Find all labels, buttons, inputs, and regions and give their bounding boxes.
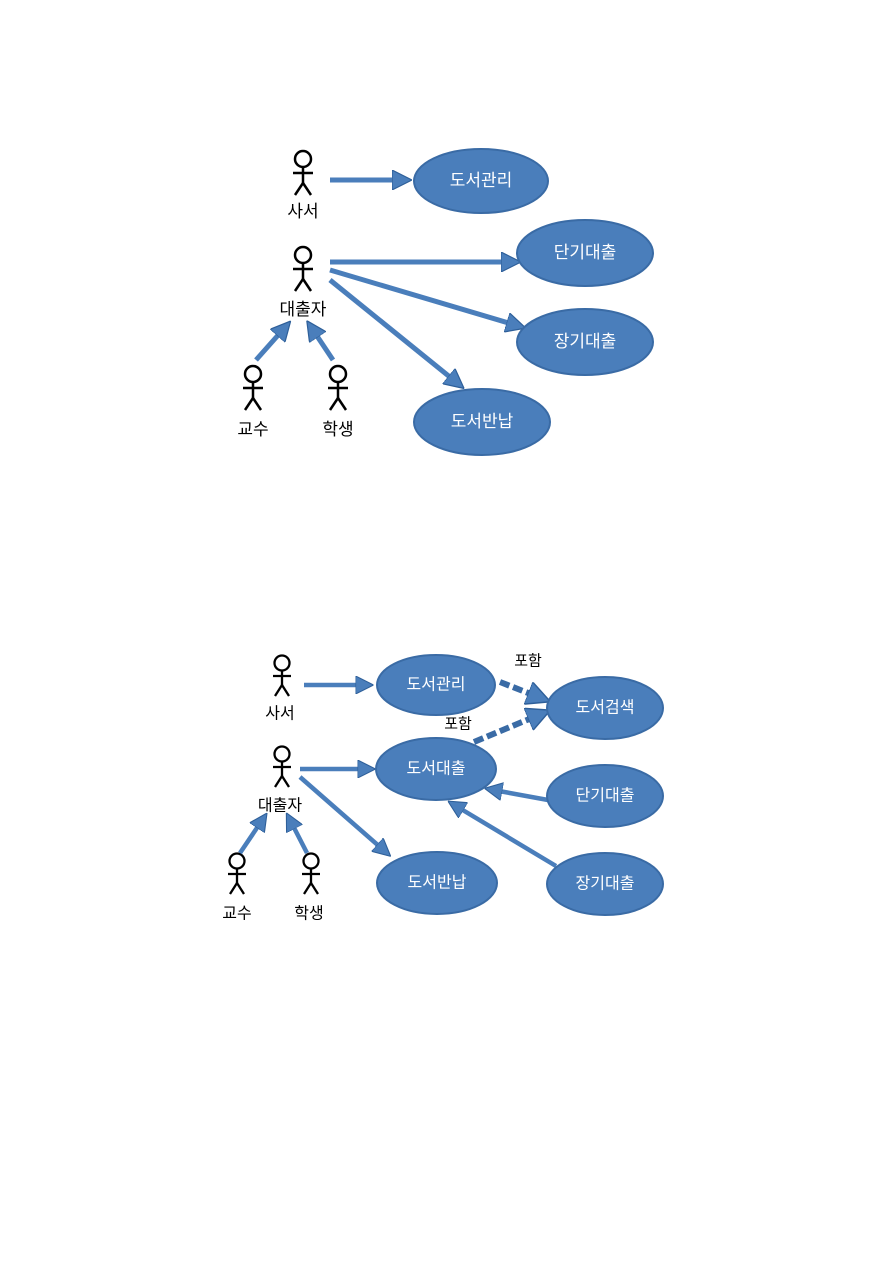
include-arrow-management-to-search: [498, 679, 546, 700]
arrow-student-to-borrower-2: [288, 816, 310, 855]
arrow-short-loan-to-loan-2: [488, 789, 549, 803]
usecase-label-long-term-loan-2: 장기대출: [576, 874, 635, 893]
usecase-label-book-return-2: 도서반납: [408, 873, 467, 892]
actor-borrower-1: [293, 245, 313, 292]
actor-professor-2: [228, 852, 246, 895]
actor-label-librarian-1: 사서: [287, 202, 318, 222]
diagram-2: 사서 대출자 교수 학생: [213, 645, 664, 935]
actor-label-librarian-2: 사서: [265, 704, 294, 723]
actor-student-1: [328, 364, 348, 411]
usecase-label-book-management-1: 도서관리: [450, 171, 513, 191]
usecase-book-search-2: 도서검색: [546, 676, 664, 740]
actor-label-borrower-2: 대출자: [258, 796, 302, 815]
actor-label-borrower-1: 대출자: [280, 300, 327, 320]
usecase-label-book-search-2: 도서검색: [576, 698, 635, 717]
usecase-label-book-return-1: 도서반납: [451, 412, 514, 432]
arrow-borrower-to-return-1: [328, 278, 461, 386]
arrow-borrower-to-return-2: [298, 775, 388, 854]
arrow-professor-to-borrower-2: [238, 816, 265, 855]
usecase-label-short-term-loan-1: 단기대출: [554, 243, 617, 263]
actor-borrower-2: [273, 745, 291, 788]
usecase-label-short-term-loan-2: 단기대출: [576, 786, 635, 805]
usecase-book-return-1: 도서반납: [413, 388, 551, 456]
actor-librarian-1: [293, 149, 313, 196]
actor-label-student-2: 학생: [294, 904, 323, 923]
arrow-professor-to-borrower-1: [254, 324, 288, 362]
usecase-book-loan-2: 도서대출: [375, 737, 497, 801]
actor-student-2: [302, 852, 320, 895]
usecase-short-term-loan-2: 단기대출: [546, 764, 664, 828]
usecase-label-long-term-loan-1: 장기대출: [554, 332, 617, 352]
diagram-1: 사서 대출자 교수 학생: [237, 148, 676, 456]
actor-label-student-1: 학생: [322, 420, 353, 440]
usecase-short-term-loan-1: 단기대출: [516, 219, 654, 287]
actor-librarian-2: [273, 654, 291, 697]
include-arrow-loan-to-search: [472, 712, 546, 745]
usecase-book-return-2: 도서반납: [376, 851, 498, 915]
usecase-long-term-loan-1: 장기대출: [516, 308, 654, 376]
actor-professor-1: [243, 364, 263, 411]
actor-label-professor-1: 교수: [237, 420, 268, 440]
usecase-long-term-loan-2: 장기대출: [546, 852, 664, 916]
arrow-student-to-borrower-1: [309, 324, 336, 362]
arrow-long-loan-to-loan-2: [451, 803, 558, 868]
include-label-2: 포함: [444, 715, 472, 733]
usecase-label-book-management-2: 도서관리: [407, 675, 466, 694]
include-label-1: 포함: [514, 652, 542, 670]
usecase-label-book-loan-2: 도서대출: [407, 759, 466, 778]
usecase-book-management-1: 도서관리: [413, 148, 549, 214]
usecase-book-management-2: 도서관리: [376, 654, 496, 716]
arrow-borrower-to-long-loan-1: [329, 267, 522, 327]
actor-label-professor-2: 교수: [222, 904, 251, 923]
